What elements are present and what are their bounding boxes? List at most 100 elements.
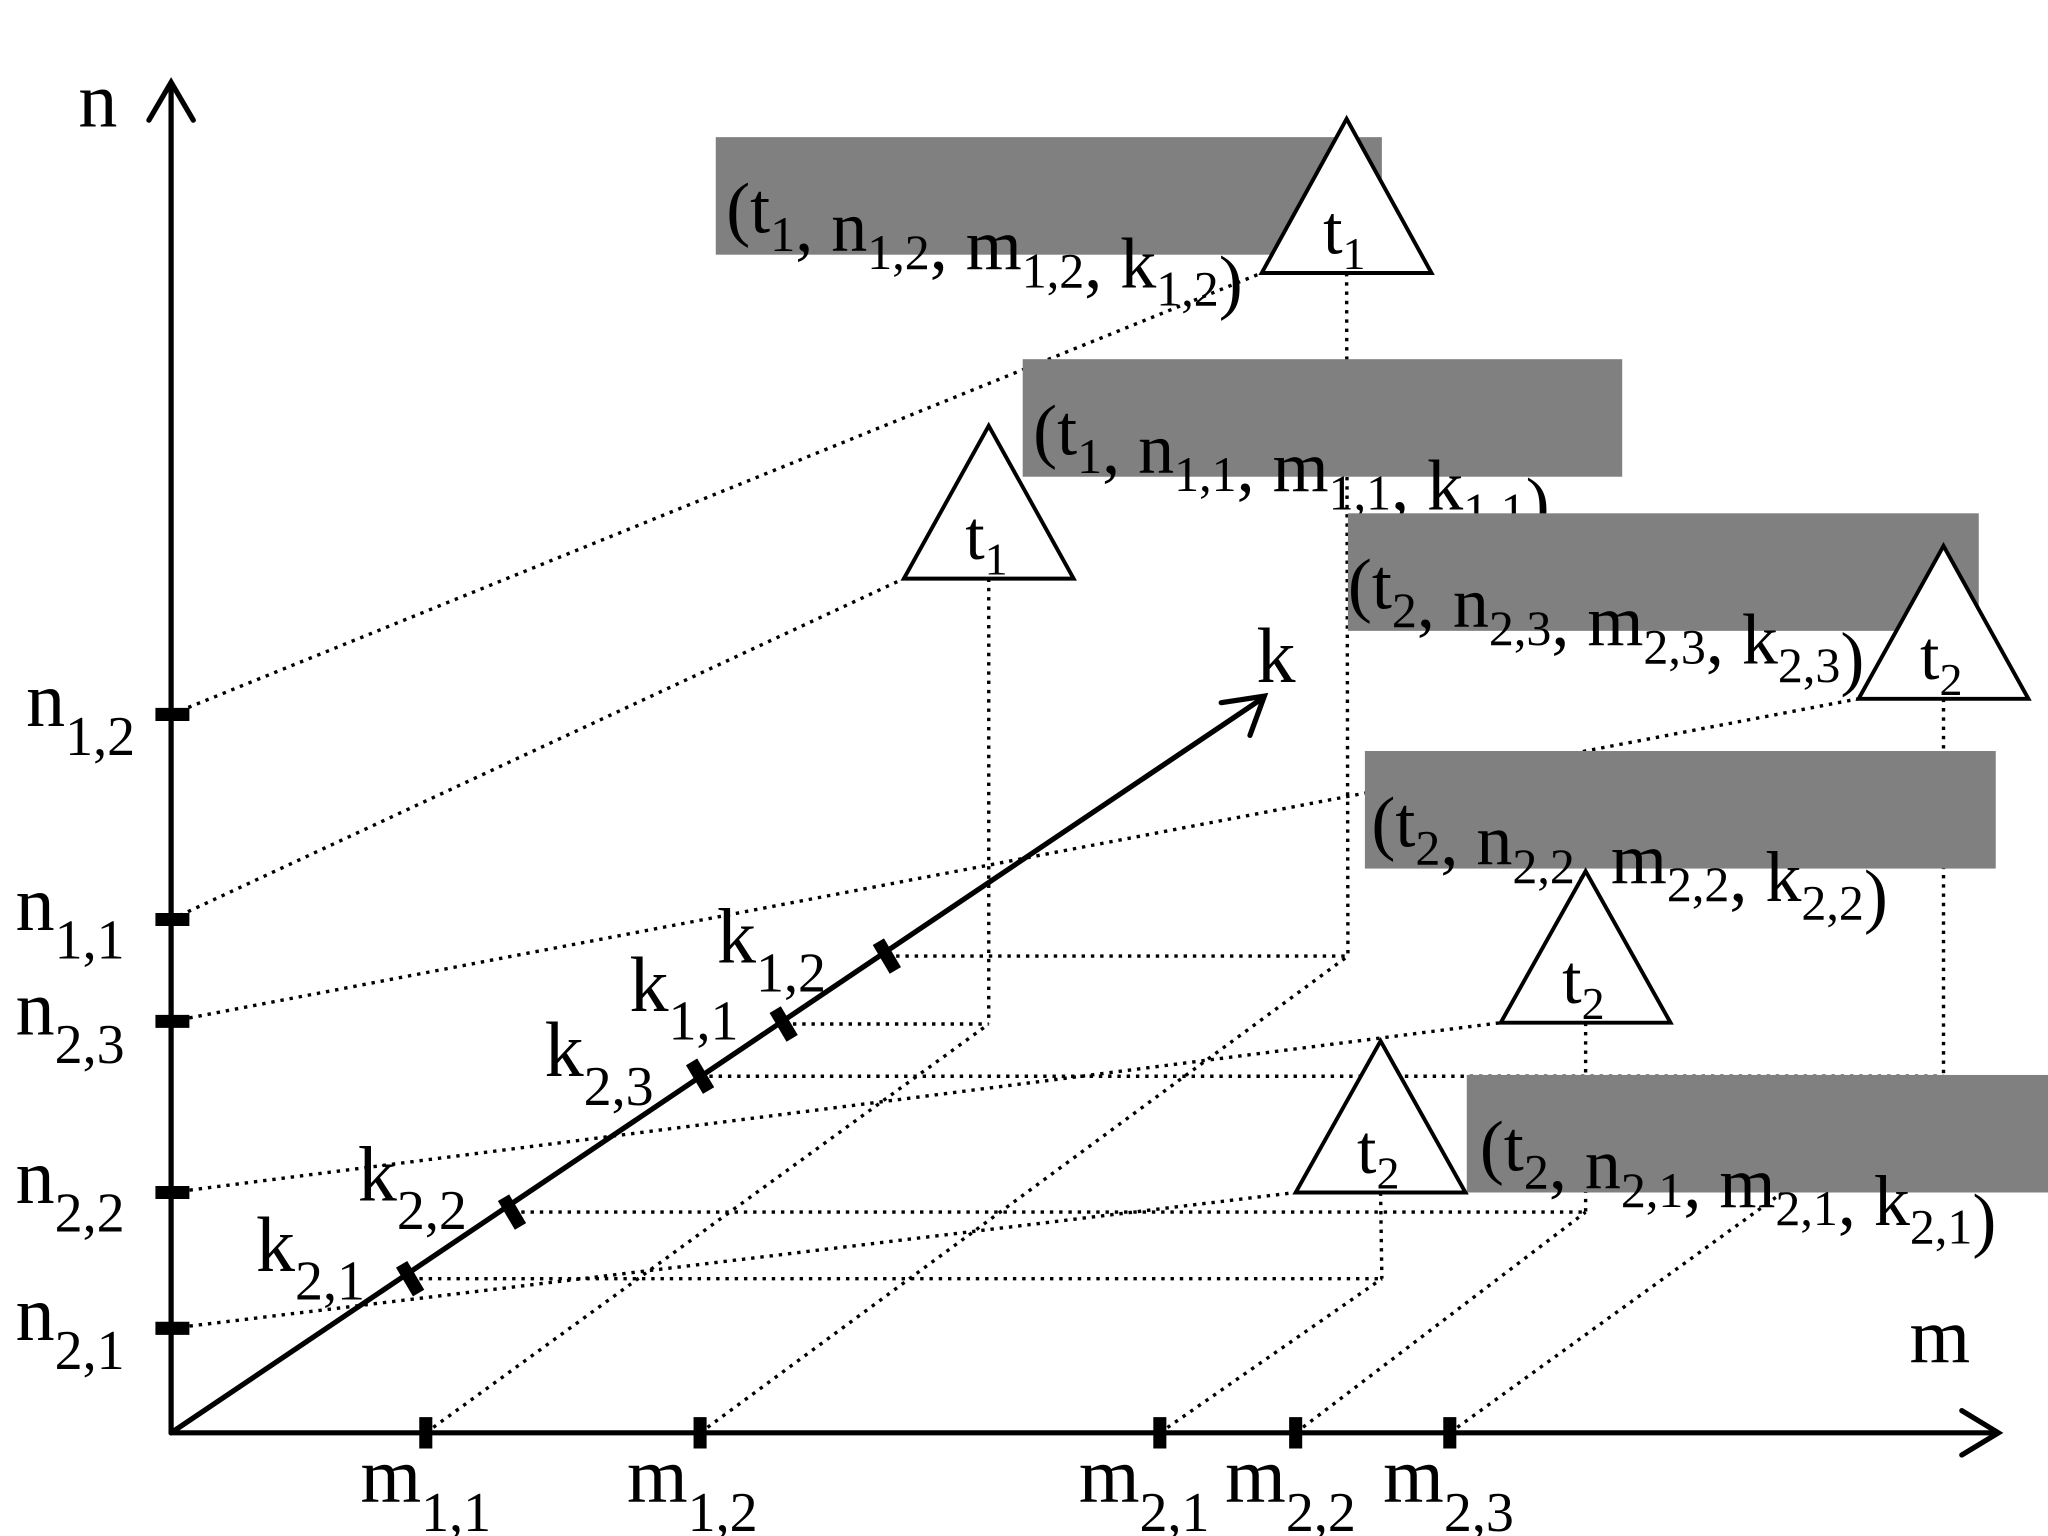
tuple-subscript: 2,2	[1801, 875, 1864, 931]
n-tick-label-subscript: 2,2	[55, 1183, 125, 1245]
tuple-part: , n	[795, 187, 867, 267]
tuple-box-p12: (t1, n1,2, m1,2, k1,2)	[715, 137, 1382, 322]
triangle-subscript: 2	[1377, 1148, 1400, 1199]
tuple-part: , m	[1683, 1143, 1775, 1223]
triangle-base: t	[1323, 192, 1343, 269]
m-tick-label-subscript: 1,2	[688, 1482, 758, 1536]
m-tick-label: m2,2	[1225, 1432, 1356, 1536]
tuple-boxes: (t1, n1,2, m1,2, k1,2)(t1, n1,1, m1,1, k…	[715, 137, 2048, 1259]
k-tick-label-subscript: 2,1	[295, 1251, 365, 1313]
tuple-part: )	[1972, 1179, 1996, 1259]
m-tick-label-base: m	[360, 1432, 421, 1519]
m-tick-label: m1,1	[360, 1432, 491, 1536]
m-tick-label-base: m	[1079, 1432, 1140, 1519]
m-axis-arrowhead	[1959, 1408, 2004, 1458]
n-guide	[170, 271, 1263, 717]
triangle-p12: t1	[1258, 114, 1435, 279]
axis-ticks	[155, 707, 1457, 1449]
tuple-part: , n	[1417, 563, 1489, 643]
triangle-subscript: 1	[985, 534, 1008, 585]
triangle-base: t	[965, 498, 985, 575]
k-tick-label-base: k	[256, 1201, 295, 1288]
triangle-base: t	[1920, 618, 1940, 695]
triangle-shape	[1292, 1036, 1469, 1195]
tuple-subscript: 2,1	[1621, 1162, 1684, 1218]
triangle-label: t2	[1562, 942, 1604, 1029]
triangle-base: t	[1562, 942, 1582, 1019]
n-guide	[170, 1021, 1501, 1195]
tuple-subscript: 1,2	[1156, 261, 1219, 317]
n-tick-label-subscript: 1,1	[55, 910, 125, 972]
m-tick-label: m1,2	[627, 1432, 758, 1536]
m-tick-label: m2,1	[1079, 1432, 1210, 1536]
n-axis-arrowhead	[146, 77, 196, 123]
k-tick-label-subscript: 1,1	[669, 991, 739, 1053]
tuple-part: (t	[1480, 1106, 1524, 1186]
k-tick-label-subscript: 2,2	[397, 1180, 467, 1242]
triangle-shape	[1258, 114, 1435, 275]
tuple-part: , k	[1391, 445, 1463, 525]
triangle-label: t2	[1920, 618, 1962, 705]
m-tick-label-subscript: 2,1	[1140, 1482, 1210, 1536]
tuple-part: )	[1840, 618, 1864, 698]
tuple-part: , m	[1237, 427, 1329, 507]
triangle-shape	[1855, 541, 2032, 701]
tuple-subscript: 2,1	[1910, 1198, 1973, 1254]
projection-guides	[170, 271, 1946, 1435]
tuple-subscript: 1,1	[1329, 464, 1392, 520]
triangle-subscript: 1	[1343, 228, 1366, 279]
k-tick-label: k1,2	[717, 893, 826, 1005]
tuple-subscript: 1,2	[867, 224, 930, 280]
tuple-part: (t	[1033, 391, 1077, 471]
tuple-box-p23: (t2, n2,3, m2,3, k2,3)	[1347, 513, 1979, 698]
n-tick-label-base: n	[26, 656, 65, 743]
n-tick-label: n2,2	[16, 1133, 125, 1245]
tuple-box-bg	[1364, 751, 1996, 869]
triangle-shape	[1497, 867, 1674, 1025]
tuple-part: , n	[1102, 409, 1174, 489]
tuple-box-p21: (t2, n2,1, m2,1, k2,1)	[1466, 1074, 2048, 1259]
k-tick-label-subscript: 1,2	[756, 942, 826, 1004]
k-tick	[872, 938, 901, 974]
k-axis-label: k	[1256, 612, 1295, 699]
n-axis-label: n	[78, 57, 117, 144]
tuple-subscript: 2	[1524, 1144, 1549, 1200]
triangle-label: t2	[1357, 1112, 1399, 1199]
m-guide	[699, 954, 1349, 1435]
m-tick-label-base: m	[1383, 1432, 1444, 1519]
m-tick-label: m2,3	[1383, 1432, 1514, 1536]
n-tick-label: n2,1	[16, 1270, 125, 1382]
tuple-part: )	[1219, 242, 1243, 322]
tuple-box-bg	[1347, 513, 1979, 631]
k-tick-label-base: k	[358, 1130, 397, 1217]
k-tick-label-base: k	[717, 893, 756, 980]
triangle-p23: t2	[1855, 541, 2032, 705]
tuple-part: (t	[1371, 782, 1415, 862]
tuple-subscript: 1	[1077, 428, 1102, 484]
triangle-p22: t2	[1497, 867, 1674, 1029]
tuple-part: , m	[930, 205, 1022, 285]
triangle-subscript: 2	[1939, 654, 1962, 705]
tuple-part: , k	[1706, 600, 1778, 680]
n-tick-label-base: n	[16, 1133, 55, 1220]
tuple-part: (t	[726, 168, 770, 248]
tuple-label: (t2, n2,3, m2,3, k2,3)	[1348, 545, 1864, 698]
n-tick-label-subscript: 2,1	[55, 1320, 125, 1382]
triangle-p11: t1	[900, 421, 1077, 585]
triangle-p21: t2	[1292, 1036, 1469, 1199]
k-tick	[769, 1006, 798, 1042]
n-tick-label: n2,3	[16, 964, 125, 1076]
tuple-box-p22: (t2, n2,2, m2,2, k2,2)	[1364, 751, 1996, 936]
tuple-box-bg	[1022, 359, 1623, 477]
k-tick-label-base: k	[545, 1006, 584, 1093]
k-tick-label: k1,1	[630, 941, 739, 1053]
tuple-subscript: 2	[1392, 582, 1417, 638]
tuple-box-bg	[715, 137, 1382, 255]
n-tick-label-subscript: 2,3	[55, 1014, 125, 1076]
tuple-box-bg	[1466, 1074, 2048, 1193]
k-tick-label-subscript: 2,3	[584, 1056, 654, 1118]
triangle-label: t1	[965, 498, 1007, 585]
